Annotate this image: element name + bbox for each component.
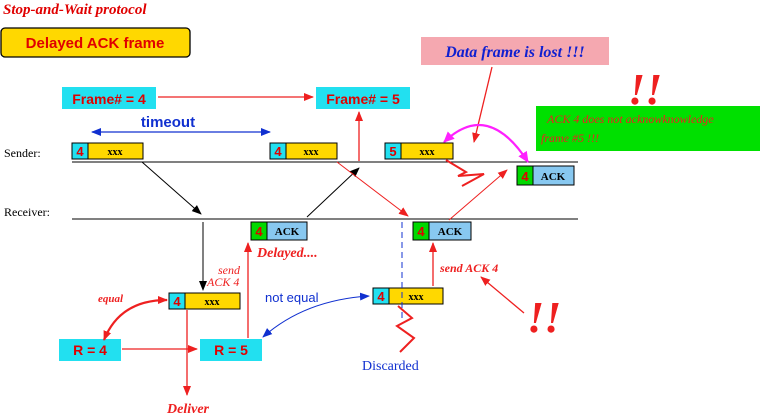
ack4-to-sender-arrow <box>448 169 508 221</box>
exclaim-bottom: !! <box>527 293 561 342</box>
receiver-frame-2-num: 4 <box>377 289 385 304</box>
frame4-transmit-arrow <box>141 161 202 215</box>
sender-frame-2-num: 4 <box>274 144 282 159</box>
sender-frame-1-num: 4 <box>76 144 84 159</box>
sender-frame-2: 4 xxx <box>269 142 338 160</box>
lost-lightning-icon <box>445 159 485 187</box>
state-r4-label: R = 4 <box>73 342 107 358</box>
equal-compare-arrow <box>102 296 168 341</box>
discarded-label: Discarded <box>362 359 419 374</box>
receiver-ack-2-num: 4 <box>417 224 425 239</box>
receiver-frame-1-num: 4 <box>173 294 181 309</box>
frame-box-5: Frame# = 5 <box>316 87 410 109</box>
frame-box-4-label: Frame# = 4 <box>72 91 146 107</box>
receiver-ack-1-num: 4 <box>255 224 263 239</box>
send-ack-left-line1: send <box>218 263 241 277</box>
equal-label: equal <box>98 293 124 305</box>
sender-frame-3-payload: xxx <box>420 147 435 158</box>
frame-box-5-label: Frame# = 5 <box>326 91 400 107</box>
sender-frame-3: 5 xxx <box>384 142 454 160</box>
discard-lightning-icon <box>395 305 416 353</box>
not-equal-compare-arrow <box>262 292 370 338</box>
state-box-r4: R = 4 <box>59 339 121 361</box>
frame-box-4: Frame# = 4 <box>62 87 156 109</box>
not-equal-label: not equal <box>265 290 319 305</box>
ack-note-box: ACK 4 does not acknowknowledge frame #5 … <box>536 106 760 151</box>
ack-note-line2: frame #5 !!! <box>541 131 599 145</box>
receiver-frame-2-payload: xxx <box>409 292 424 303</box>
receiver-label: Receiver: <box>4 205 50 219</box>
timeout-label: timeout <box>141 114 195 131</box>
send-ack-right-label: send ACK 4 <box>439 261 498 275</box>
receiver-ack-1-label: ACK <box>275 226 300 238</box>
lost-banner-text: Data frame is lost !!! <box>444 44 585 61</box>
retransmit-arrow <box>336 161 409 217</box>
sender-frame-3-num: 5 <box>389 144 396 159</box>
receiver-ack-1: 4 ACK <box>250 221 308 241</box>
send-ack-left-line2: ACK 4 <box>206 275 239 289</box>
state-r5-label: R = 5 <box>214 342 248 358</box>
receiver-frame-1-payload: xxx <box>205 297 220 308</box>
receiver-ack-2: 4 ACK <box>412 221 472 241</box>
subtitle-text: Delayed ACK frame <box>26 35 165 52</box>
receiver-ack-2-label: ACK <box>438 226 463 238</box>
state-box-r5: R = 5 <box>200 339 262 361</box>
sender-ack-num: 4 <box>521 169 529 184</box>
ack-transmit-arrow <box>306 167 360 218</box>
diagram-title: Stop-and-Wait protocol <box>3 2 147 18</box>
lost-pointer-arrow <box>472 66 493 143</box>
mismatch-curve-arrow <box>443 124 529 163</box>
exclaim-top: !! <box>628 65 662 114</box>
lost-banner: Data frame is lost !!! <box>421 37 609 65</box>
sender-frame-1-payload: xxx <box>108 147 123 158</box>
deliver-label: Deliver <box>166 402 210 415</box>
sender-label: Sender: <box>4 146 41 160</box>
receiver-frame-1: 4 xxx <box>168 292 241 310</box>
sender-frame-2-payload: xxx <box>304 147 319 158</box>
sender-ack-label: ACK <box>541 171 566 183</box>
receiver-frame-2: 4 xxx <box>372 287 444 305</box>
exclaim-pointer-arrow <box>480 276 525 314</box>
sender-ack-box: 4 ACK <box>516 165 575 186</box>
delayed-label: Delayed.... <box>256 246 318 261</box>
subtitle-box: Delayed ACK frame <box>0 27 191 58</box>
ack-note-line1: ACK 4 does not acknowknowledge <box>546 112 714 126</box>
sender-frame-1: 4 xxx <box>71 142 144 160</box>
